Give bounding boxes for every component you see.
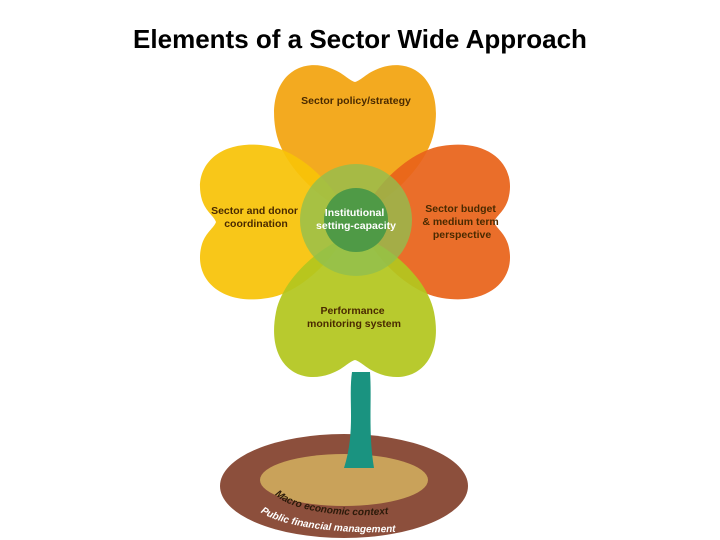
petal-bottom-label: Performance monitoring system (307, 305, 401, 330)
stem (344, 372, 374, 468)
petal-bottom (274, 236, 436, 378)
petal-left-label: Sector and donor coordination (211, 205, 301, 230)
center-label: Institutional setting-capacity (316, 207, 396, 232)
petal-right-label: Sector budget & medium term perspective (422, 203, 501, 241)
center-inner-circle (324, 188, 388, 252)
page-title: Elements of a Sector Wide Approach (133, 24, 587, 54)
petal-top-label: Sector policy/strategy (301, 95, 411, 107)
ground-inner-ellipse (260, 454, 428, 506)
